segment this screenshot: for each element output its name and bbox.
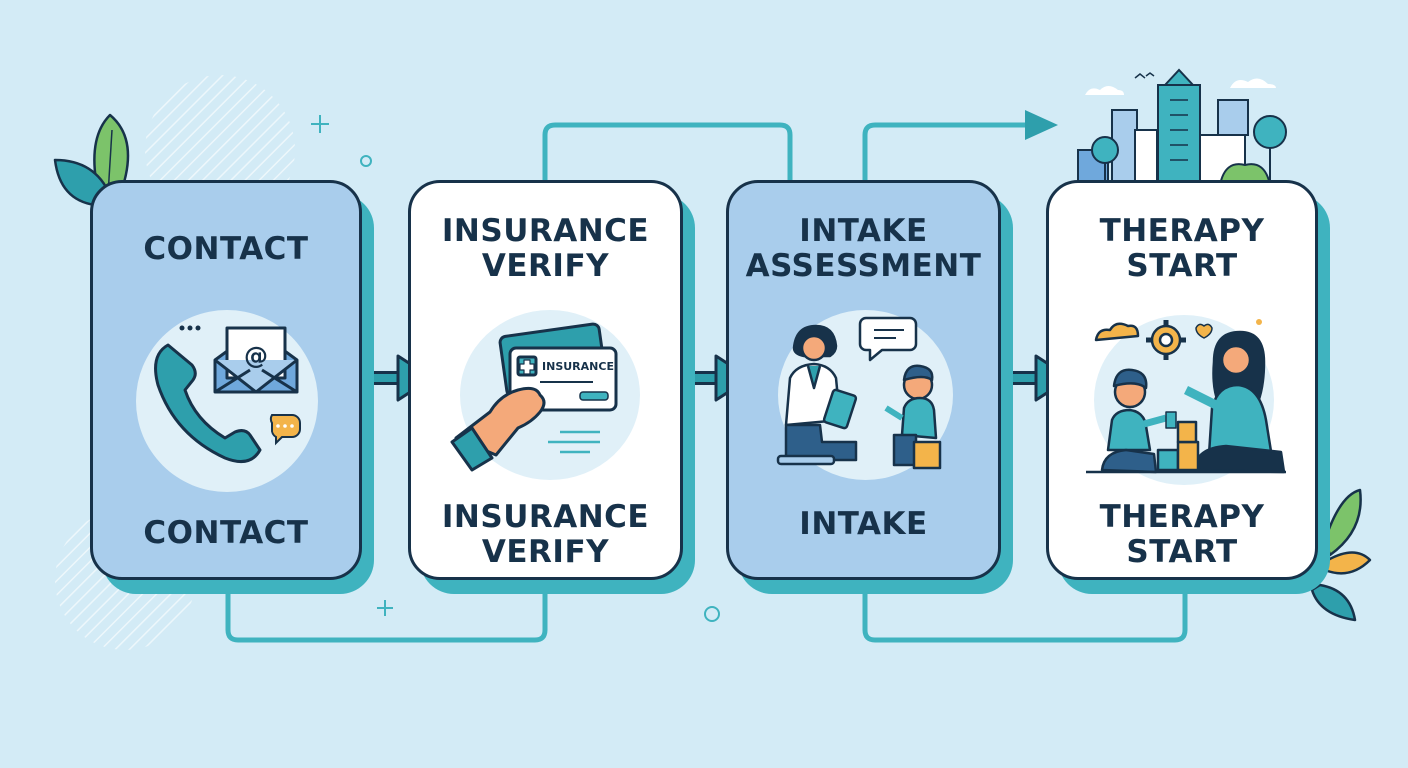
phone-envelope-icon: @: [154, 325, 301, 464]
sparkle-icon: [311, 115, 720, 622]
step-card-intake: INTAKE ASSESSMENT: [726, 180, 1013, 594]
connector-loop-top: [542, 122, 793, 190]
connector-loop-bottom: [225, 585, 548, 643]
city-skyline-icon: [1077, 68, 1287, 186]
step-bottom-label: CONTACT: [143, 515, 309, 551]
step-top-label: CONTACT: [143, 231, 309, 267]
insurance-card-text: INSURANCE: [542, 360, 614, 373]
clinician-child-icon: [776, 316, 942, 470]
connector-loop-bottom: [862, 585, 1188, 643]
connector-loop-top: [862, 122, 1030, 190]
insurance-card-icon: INSURANCE: [450, 322, 618, 472]
svg-text:@: @: [244, 342, 268, 370]
arrow-right-icon: [1025, 110, 1058, 140]
step-bottom-label: THERAPY START: [1099, 499, 1265, 570]
step-card-contact: CONTACT @ CONTACT: [90, 180, 374, 594]
step-bottom-label: INTAKE: [799, 506, 928, 542]
parent-child-play-icon: [1086, 319, 1286, 474]
step-bottom-label: INSURANCE VERIFY: [441, 499, 650, 570]
step-top-label: THERAPY START: [1099, 213, 1265, 284]
step-card-insurance: INSURANCE VERIFY INSURANCE INSURANCE: [408, 180, 695, 594]
step-card-therapy: THERAPY START: [1046, 180, 1330, 594]
leaf-icon: [1310, 488, 1372, 622]
step-top-label: INSURANCE VERIFY: [441, 213, 650, 284]
step-top-label: INTAKE ASSESSMENT: [745, 213, 982, 284]
